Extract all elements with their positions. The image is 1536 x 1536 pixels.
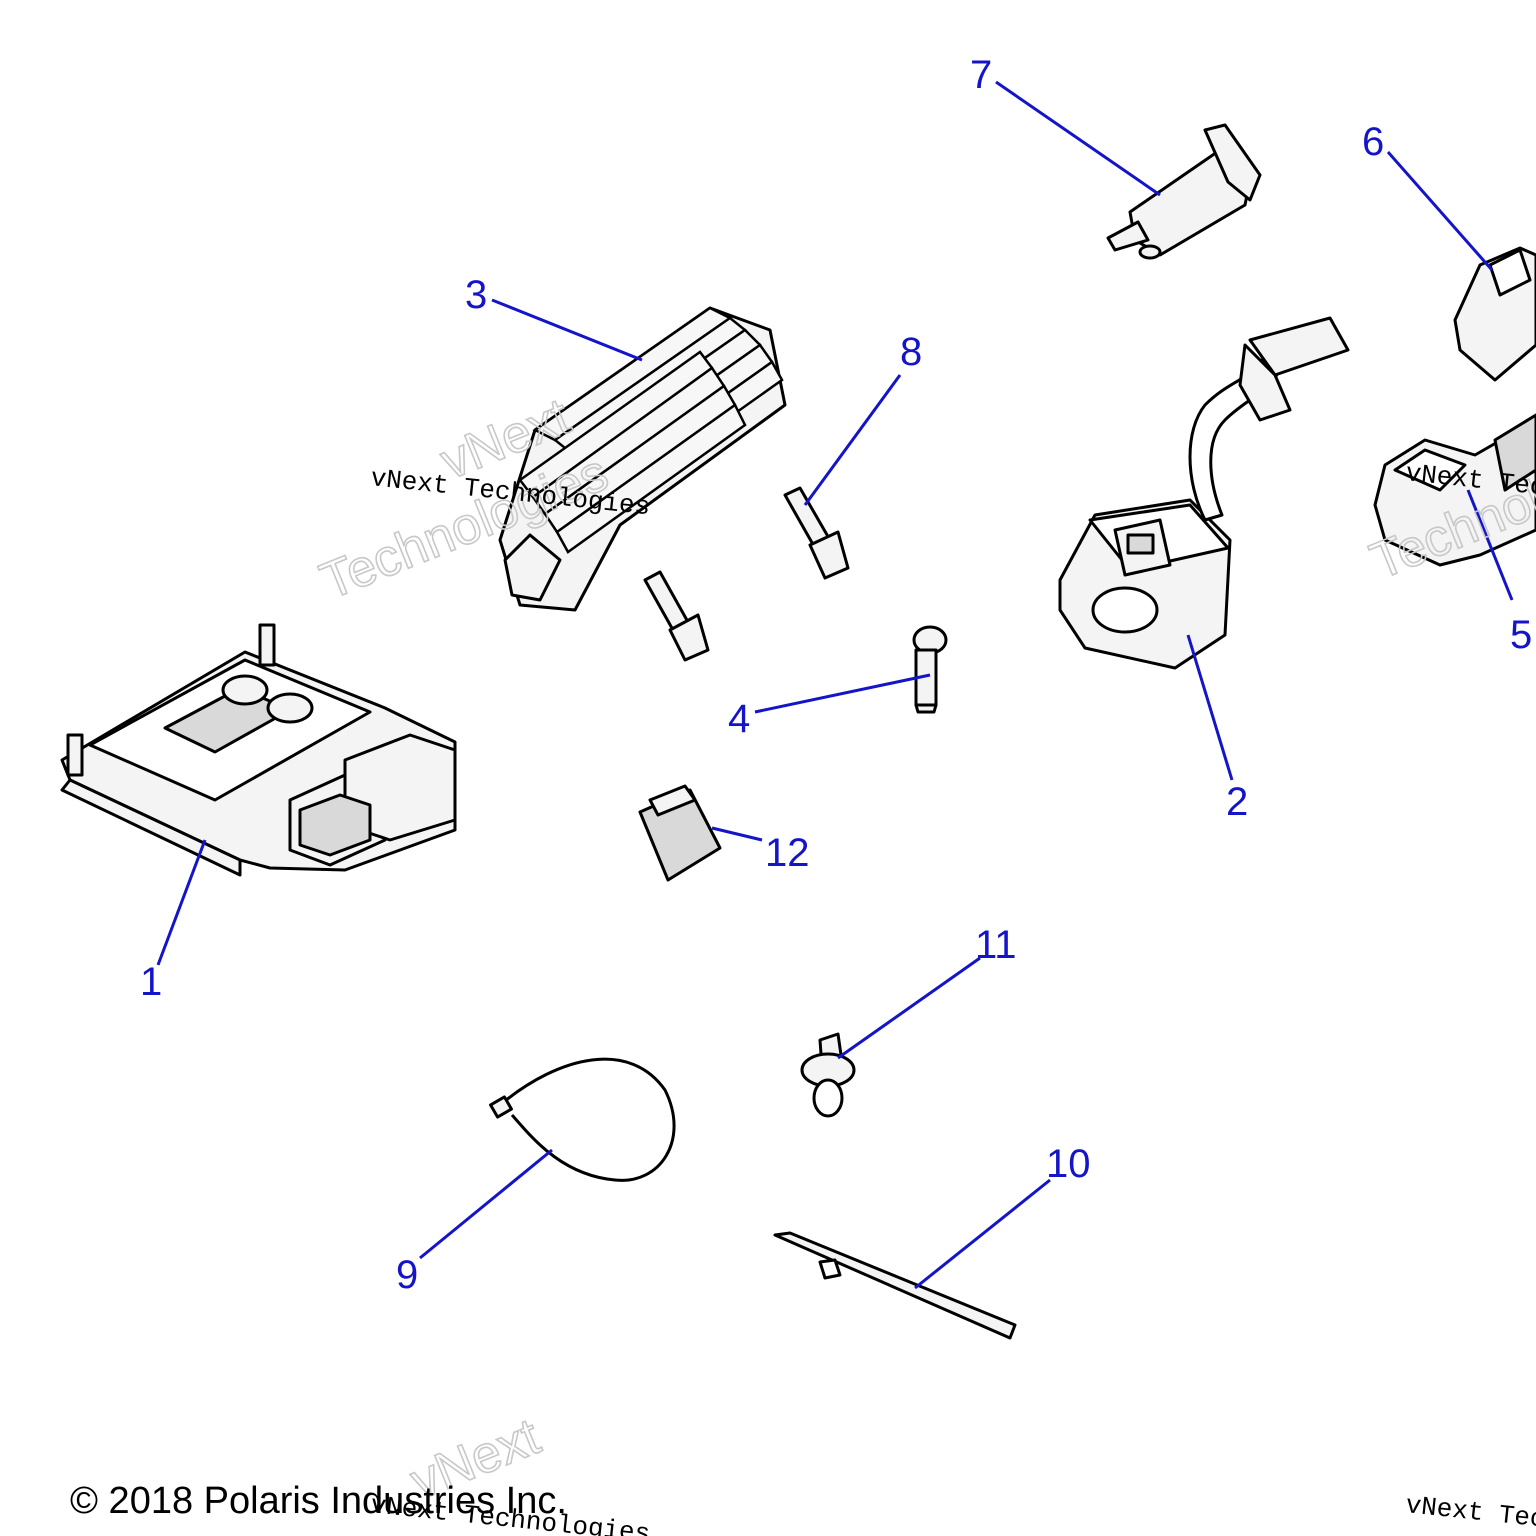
- part-voltage-regulator[interactable]: [498, 306, 787, 612]
- part-ecu-module[interactable]: [60, 623, 457, 877]
- copyright-notice: © 2018 Polaris Industries Inc.: [70, 1480, 567, 1522]
- part-strap[interactable]: [773, 1231, 1017, 1340]
- part-screw-upper[interactable]: [783, 486, 850, 580]
- callout-9: 9: [396, 1253, 418, 1297]
- part-connector-5[interactable]: [1373, 413, 1536, 567]
- part-cable-tie[interactable]: [489, 1057, 676, 1182]
- callout-6: 6: [1362, 120, 1384, 164]
- part-bolt[interactable]: [912, 625, 948, 714]
- callouts: 1 2 3 4 5 6 7 8 9 10 11 12: [140, 53, 1532, 1297]
- callout-4: 4: [728, 697, 750, 741]
- watermark-mono-bottom-right: vNext Technologies: [1404, 1490, 1536, 1536]
- callout-2: 2: [1226, 780, 1248, 824]
- callout-5: 5: [1510, 613, 1532, 657]
- part-switch-assembly[interactable]: [1058, 316, 1350, 670]
- leader-lines: [156, 80, 1514, 1290]
- callout-12: 12: [765, 831, 810, 875]
- watermark: vNext Technologies vNext Technologies Te…: [312, 387, 1536, 1536]
- callout-1: 1: [140, 960, 162, 1004]
- part-push-clip[interactable]: [800, 1032, 856, 1118]
- part-relay[interactable]: [638, 784, 722, 882]
- callout-7: 7: [970, 53, 992, 97]
- part-solenoid[interactable]: [1106, 123, 1262, 260]
- callout-11: 11: [975, 923, 1017, 967]
- callout-8: 8: [900, 330, 922, 374]
- part-connector-6[interactable]: [1453, 246, 1536, 382]
- callout-3: 3: [465, 273, 487, 317]
- callout-10: 10: [1046, 1142, 1091, 1186]
- part-screw-lower[interactable]: [643, 570, 710, 662]
